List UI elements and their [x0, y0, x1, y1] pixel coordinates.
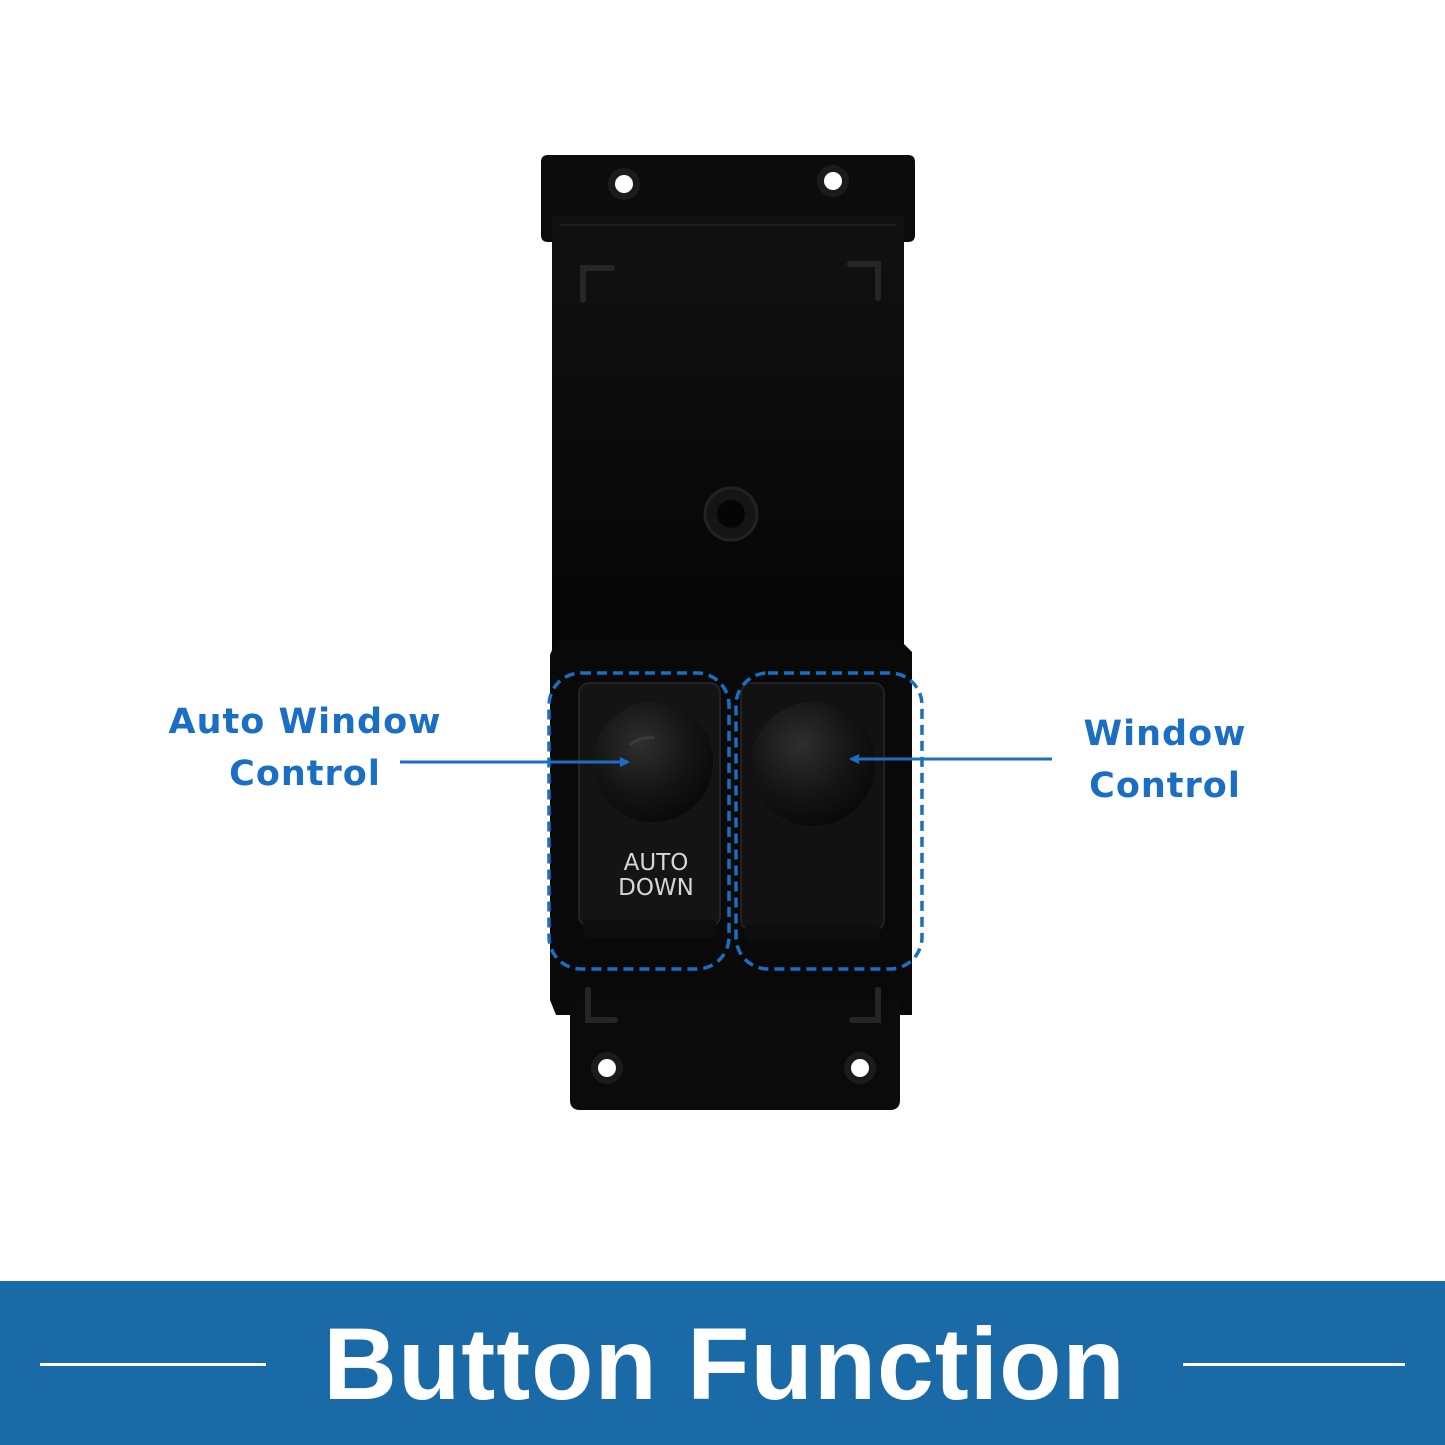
auto-window-switch[interactable]: AUTO DOWN	[578, 682, 721, 938]
auto-window-highlight	[547, 671, 731, 971]
banner-rule-left	[40, 1363, 266, 1366]
banner-rule-right	[1183, 1363, 1405, 1366]
corner-clips	[580, 261, 881, 1023]
switch-housing	[552, 215, 904, 655]
window-callout-line1: Window	[1083, 714, 1247, 754]
down-label: DOWN	[618, 875, 694, 901]
banner-title: Button Function	[323, 1307, 1126, 1421]
auto-window-callout-line2: Control	[229, 754, 381, 794]
window-switch[interactable]	[740, 682, 885, 941]
bottom-flange	[570, 1000, 900, 1110]
title-banner: Button Function	[0, 1281, 1445, 1445]
auto-window-callout: Auto Window Control	[150, 696, 460, 800]
window-callout: Window Control	[1050, 708, 1280, 812]
window-callout-line2: Control	[1089, 766, 1241, 806]
auto-label: AUTO	[624, 850, 689, 876]
window-highlight	[734, 671, 924, 971]
center-hole	[703, 486, 759, 542]
auto-window-callout-line1: Auto Window	[168, 702, 442, 742]
screw-holes	[591, 165, 876, 1084]
